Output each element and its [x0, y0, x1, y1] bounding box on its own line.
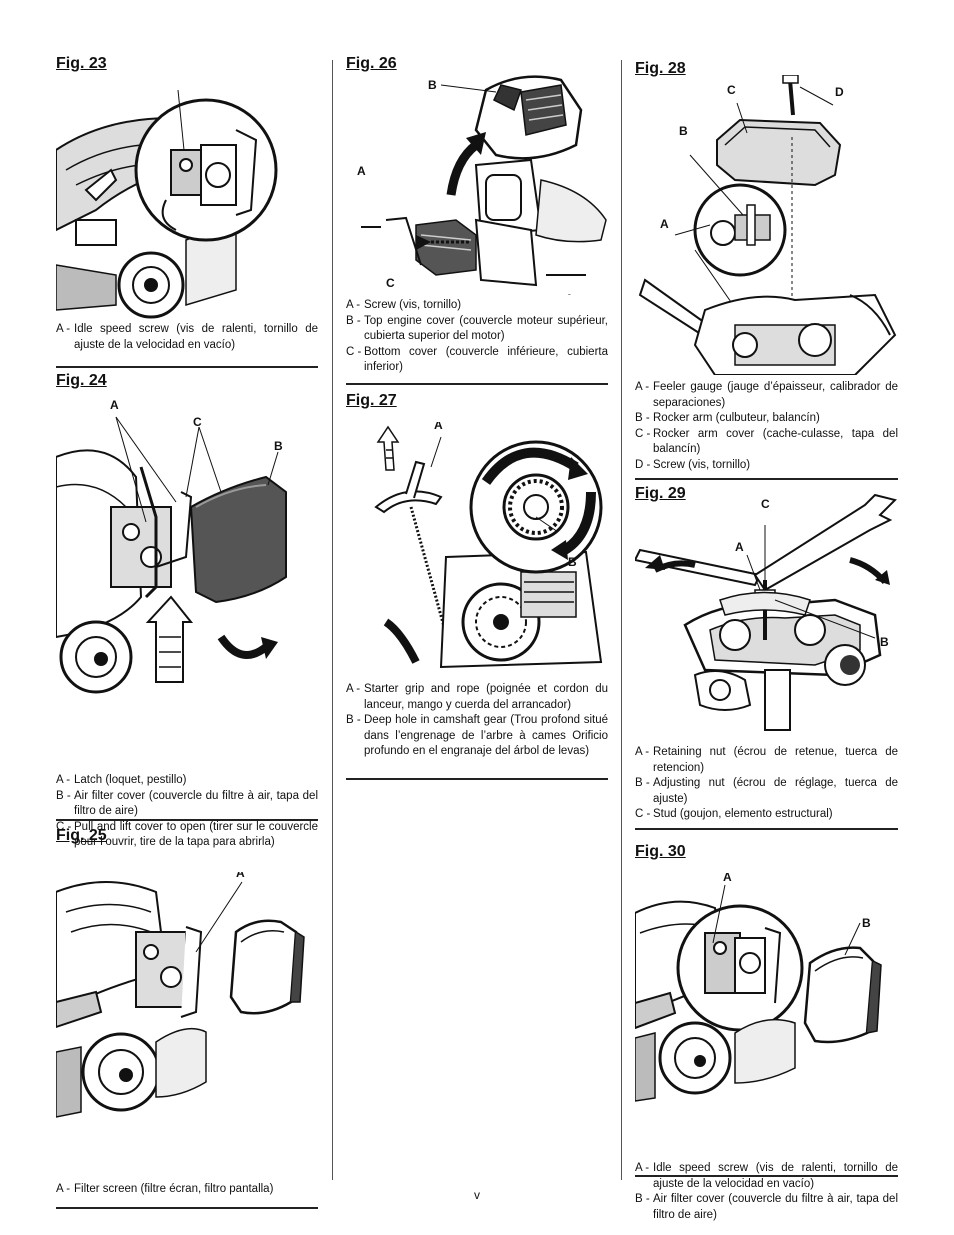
- figure-24-callout-a: A: [110, 398, 119, 412]
- figure-26-callout-a: A: [357, 164, 366, 178]
- figure-26: Fig. 26: [346, 55, 608, 390]
- figure-23-illustration: A: [56, 90, 318, 320]
- caption-item: B -Air filter cover (couvercle du filtre…: [635, 1193, 898, 1221]
- figure-29-illustration: C A B: [635, 490, 898, 735]
- caption-item: C -Rocker arm cover (cache-culasse, tapa…: [635, 427, 898, 456]
- figure-27-callout-a: A: [434, 422, 443, 432]
- figure-25-illustration: A: [56, 872, 318, 1122]
- figure-24-title: Fig. 24: [56, 372, 107, 389]
- air-filter-cover-drawing: [56, 416, 287, 694]
- figure-25-rule: [56, 1207, 318, 1209]
- figure-27-rule: [346, 778, 608, 780]
- figure-28-callout-a: A: [660, 217, 669, 231]
- figure-23: Fig. 23 A: [56, 55, 318, 370]
- caption-item: A -Filter screen (filtre écran, filtro p…: [56, 1183, 274, 1195]
- figure-27-title: Fig. 27: [346, 392, 397, 409]
- figure-29-callout-a: A: [735, 540, 744, 554]
- caption-item: B -Top engine cover (couvercle moteur su…: [346, 314, 608, 343]
- figure-30-callout-b: B: [862, 916, 871, 930]
- figure-28: Fig. 28: [635, 60, 898, 480]
- figure-28-rule: [635, 478, 898, 480]
- figure-30-title: Fig. 30: [635, 843, 686, 860]
- caption-item: B -Adjusting nut (écrou de réglage, tuer…: [635, 777, 898, 805]
- caption-item: A -Retaining nut (écrou de retenue, tuer…: [635, 746, 898, 774]
- caption-item: C -Bottom cover (couvercle inférieure, c…: [346, 345, 608, 374]
- figure-23-rule: [56, 366, 318, 368]
- column-divider-2: [621, 60, 622, 1180]
- figure-28-callout-b: B: [679, 124, 688, 138]
- caption-item: A -Feeler gauge (jauge d’épaisseur, cali…: [635, 381, 898, 409]
- figure-24-callout-c: C: [193, 415, 202, 429]
- caption-item: B -Air filter cover (couvercle du filtre…: [56, 789, 318, 818]
- figure-30: Fig. 30: [635, 843, 898, 1221]
- figure-27-callout-b: B: [568, 555, 577, 569]
- engine-cover-removal-drawing: [361, 75, 607, 287]
- figure-27-illustration: A B: [346, 422, 608, 672]
- figure-23-caption: A -Idle speed screw (vis de ralenti, tor…: [56, 322, 318, 353]
- figure-26-callout-a-lower: A: [565, 292, 574, 295]
- caption-item: C -Stud (goujon, elemento estructural): [635, 808, 833, 820]
- figure-26-title: Fig. 26: [346, 55, 397, 72]
- figure-25-title: Fig. 25: [56, 827, 107, 844]
- valve-adjust-wrench-drawing: [635, 493, 897, 731]
- figure-24-caption: A -Latch (loquet, pestillo) B -Air filte…: [56, 773, 318, 851]
- caption-item: A -Latch (loquet, pestillo): [56, 774, 187, 786]
- starter-rope-camshaft-drawing: [374, 425, 603, 669]
- figure-24: Fig. 24: [56, 372, 318, 848]
- figure-29-rule: [635, 828, 898, 830]
- caption-item: A -Idle speed screw (vis de ralenti, tor…: [56, 323, 318, 351]
- figure-30-illustration: A B: [635, 873, 898, 1103]
- figure-28-callout-c: C: [727, 83, 736, 97]
- page-number: v: [474, 1188, 480, 1202]
- figure-26-rule: [346, 383, 608, 385]
- caption-item: D -Screw (vis, tornillo): [635, 458, 751, 471]
- figure-24-illustration: A C B: [56, 397, 318, 702]
- figure-26-caption: A -Screw (vis, tornillo) B -Top engine c…: [346, 298, 608, 376]
- figure-26-illustration: B A C A: [346, 70, 608, 295]
- figure-26-callout-c: C: [386, 276, 395, 290]
- figure-29-callout-b: B: [880, 635, 889, 649]
- figure-29-caption: A -Retaining nut (écrou de retenue, tuer…: [635, 745, 898, 823]
- figure-28-title: Fig. 28: [635, 60, 686, 77]
- figure-30-callout-a: A: [723, 873, 732, 884]
- figure-27-caption: A -Starter grip and rope (poignée et cor…: [346, 682, 608, 760]
- caption-item: B -Rocker arm (culbuteur, balancín): [635, 412, 820, 424]
- figure-29: Fig. 29: [635, 485, 898, 835]
- caption-item: A -Idle speed screw (vis de ralenti, tor…: [635, 1162, 898, 1190]
- caption-item: C -Pull and lift cover to open (tirer su…: [56, 820, 318, 849]
- engine-carburetor-drawing: [56, 90, 278, 319]
- figure-29-title: Fig. 29: [635, 485, 686, 502]
- filter-screen-drawing: [56, 881, 305, 1118]
- caption-item: B -Deep hole in camshaft gear (Trou prof…: [346, 714, 608, 757]
- figure-28-callout-d: D: [835, 85, 844, 99]
- figure-24-callout-b: B: [274, 439, 283, 453]
- caption-item: A -Starter grip and rope (poignée et cor…: [346, 683, 608, 711]
- figure-27: Fig. 27: [346, 392, 608, 782]
- figure-30-rule: [635, 1175, 898, 1177]
- figure-23-title: Fig. 23: [56, 55, 107, 72]
- figure-28-caption: A -Feeler gauge (jauge d’épaisseur, cali…: [635, 380, 898, 473]
- figure-26-callout-b: B: [428, 78, 437, 92]
- figure-24-rule: [56, 819, 318, 821]
- engine-air-filter-cover-drawing: [635, 884, 882, 1102]
- column-divider-1: [332, 60, 333, 1180]
- figure-29-callout-c: C: [761, 497, 770, 511]
- caption-item: A -Screw (vis, tornillo): [346, 299, 462, 311]
- figure-30-caption: A -Idle speed screw (vis de ralenti, tor…: [635, 1161, 898, 1223]
- figure-28-illustration: C D B A: [635, 75, 898, 375]
- figure-25: Fig. 25 A: [56, 827, 318, 1209]
- figure-25-callout-a: A: [236, 872, 245, 880]
- rocker-arm-feeler-gauge-drawing: [638, 75, 897, 375]
- figure-25-caption: A -Filter screen (filtre écran, filtro p…: [56, 1182, 318, 1198]
